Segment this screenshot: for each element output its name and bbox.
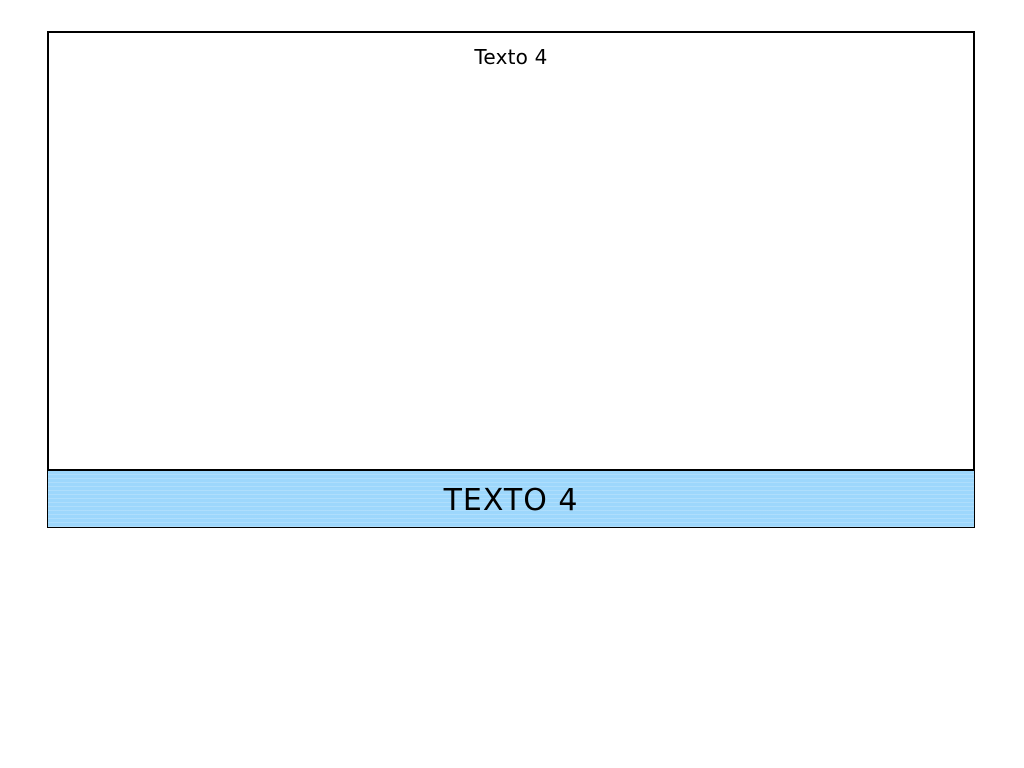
- banner-button[interactable]: TEXTO 4: [47, 470, 975, 528]
- content-panel: Texto 4: [47, 31, 975, 470]
- banner-label: TEXTO 4: [443, 483, 579, 518]
- panel-title: Texto 4: [474, 45, 548, 69]
